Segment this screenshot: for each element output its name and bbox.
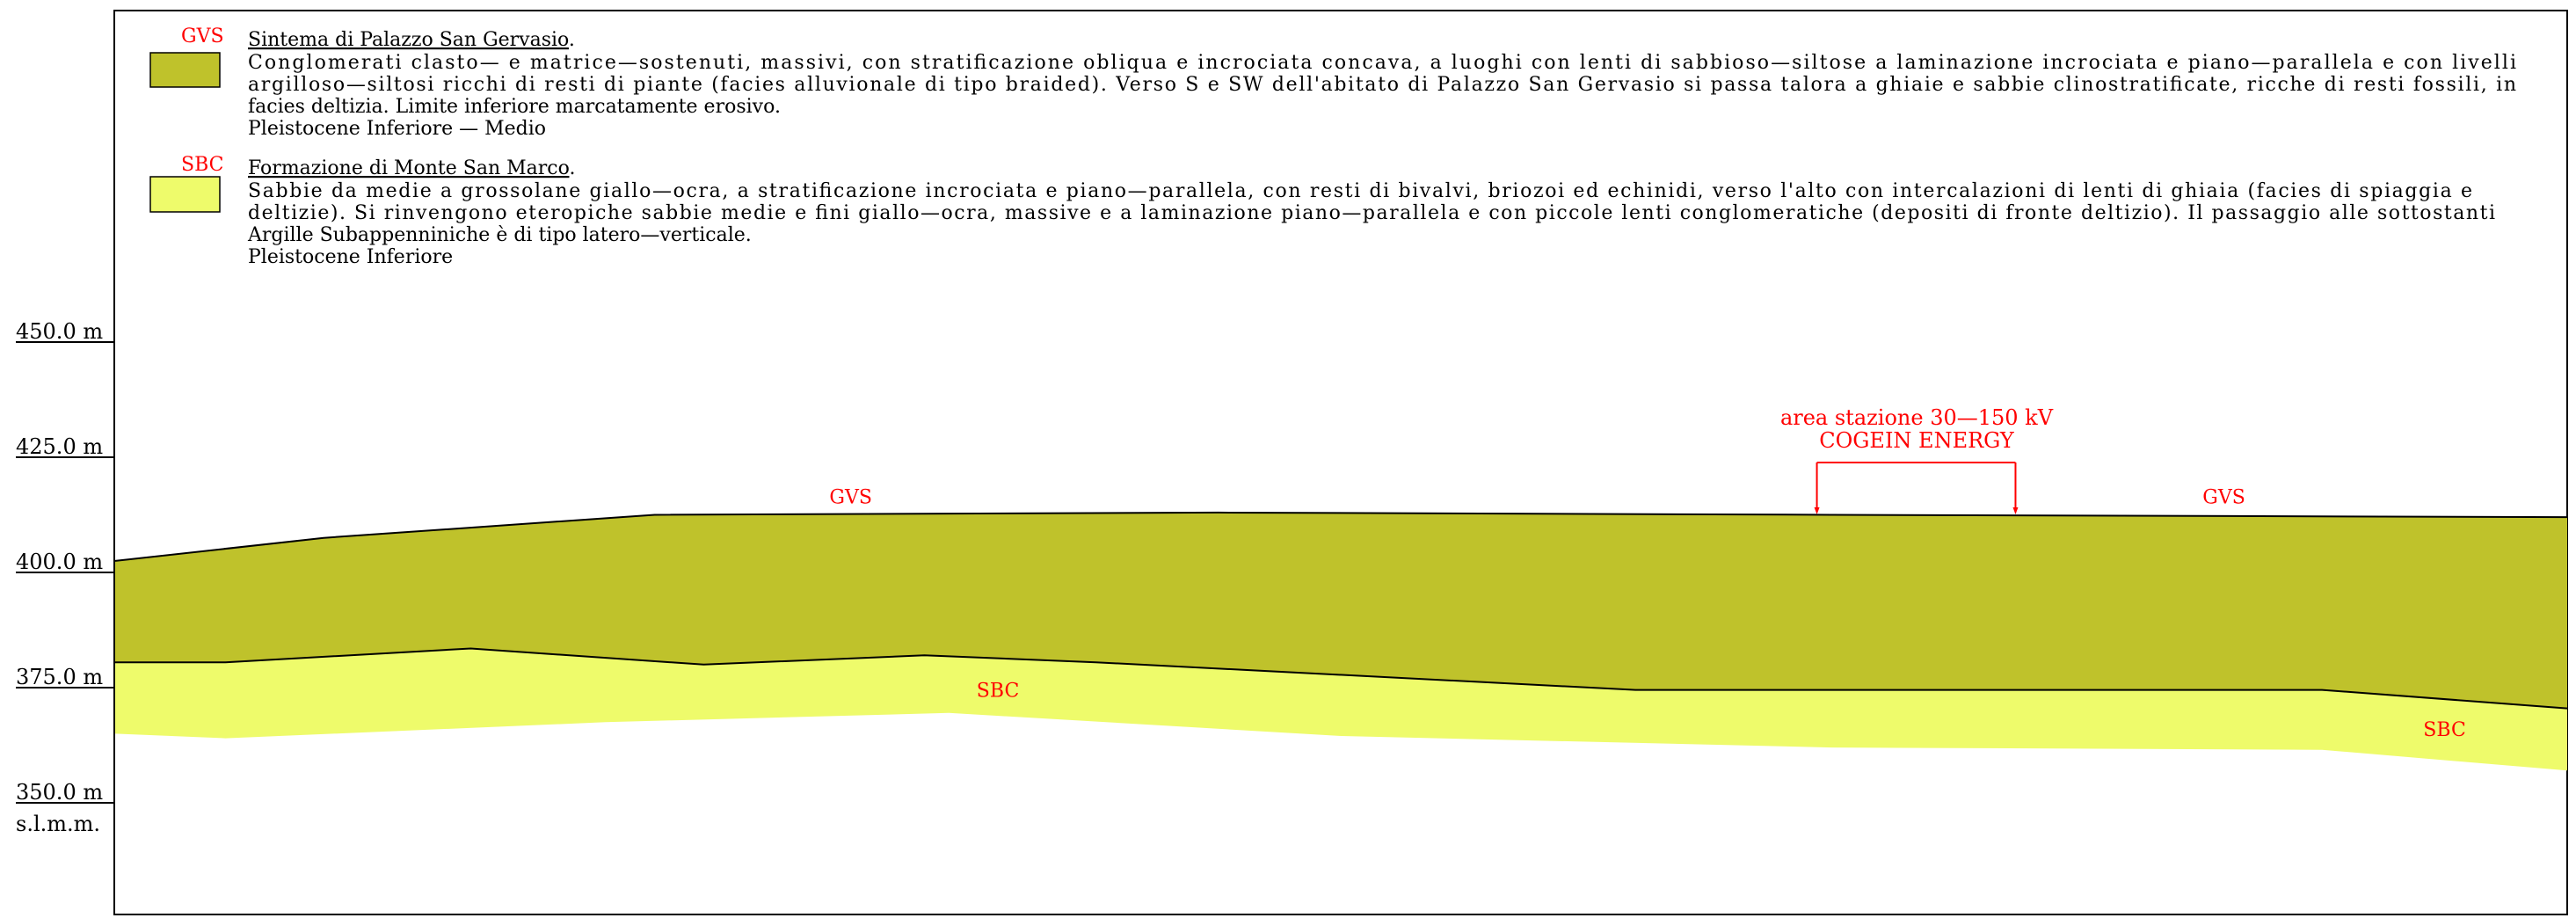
elevation-label-375: 375.0 m: [16, 665, 103, 689]
elevation-label-400: 400.0 m: [16, 550, 103, 574]
section-frame: [113, 10, 2568, 915]
annotation-arrow-right: [2012, 507, 2019, 514]
unit-labels: GVS GVS SBC SBC: [829, 486, 2465, 741]
legend-line-gvs-4: Pleistocene Inferiore — Medio: [248, 118, 546, 140]
legend-title-gvs-name: Sintema di Palazzo San Gervasio: [248, 29, 569, 51]
annotation-arrow-left: [1814, 507, 1820, 514]
legend-code-sbc: SBC: [181, 154, 223, 176]
elevation-label-350: 350.0 m: [16, 780, 103, 805]
legend-code-gvs: GVS: [181, 26, 224, 47]
unit-label-sbc-2: SBC: [977, 680, 1019, 702]
unit-label-gvs-0: GVS: [829, 486, 872, 508]
elevation-datum-label: s.l.m.m.: [16, 812, 100, 836]
legend-line-sbc-1: Sabbie da medie a grossolane giallo—ocra…: [248, 180, 2472, 202]
legend-line-gvs-1: Conglomerati clasto— e matrice—sostenuti…: [248, 52, 2516, 74]
legend-swatch-gvs: [149, 52, 221, 88]
topography-line: [114, 511, 2568, 562]
legend-line-gvs-3: facies deltizia. Limite inferiore marcat…: [248, 96, 781, 118]
legend-title-gvs: Sintema di Palazzo San Gervasio.: [248, 29, 575, 51]
station-annotation: area stazione 30—150 kV COGEIN ENERGY: [1780, 405, 2054, 514]
elevation-label-425: 425.0 m: [16, 434, 103, 459]
legend-item-sbc: SBC Formazione di Monte San Marco. Sabbi…: [149, 154, 2495, 268]
elevation-label-450: 450.0 m: [16, 319, 103, 344]
unit-label-gvs-1: GVS: [2202, 486, 2245, 508]
legend-swatch-sbc: [149, 176, 221, 213]
elevation-scale: s.l.m.m. 450.0 m 425.0 m 400.0 m 375.0 m 350…: [16, 319, 114, 836]
legend-title-sbc: Formazione di Monte San Marco.: [248, 157, 575, 179]
legend-item-gvs: GVS Sintema di Palazzo San Gervasio. Con…: [149, 26, 2516, 140]
unit-label-sbc-3: SBC: [2423, 719, 2465, 741]
annotation-line-1: area stazione 30—150 kV: [1780, 405, 2054, 430]
legend-title-sbc-name: Formazione di Monte San Marco: [248, 157, 570, 179]
legend: GVS Sintema di Palazzo San Gervasio. Con…: [149, 26, 2516, 268]
section-layers: [114, 511, 2568, 771]
legend-title-sbc-suffix: .: [569, 157, 575, 179]
sbc-layer: [115, 648, 2567, 771]
legend-line-gvs-2: argilloso—siltosi ricchi di resti di pia…: [248, 74, 2516, 96]
gvs-layer: [115, 512, 2567, 709]
legend-line-sbc-4: Pleistocene Inferiore: [248, 246, 453, 268]
legend-title-gvs-suffix: .: [569, 29, 575, 51]
legend-line-sbc-3: Argille Subappenniniche è di tipo latero…: [247, 224, 752, 246]
legend-line-sbc-2: deltizie). Si rinvengono eteropiche sabb…: [248, 202, 2495, 224]
gvs-sbc-contact-line: [115, 647, 2568, 710]
annotation-line-2: COGEIN ENERGY: [1819, 428, 2015, 453]
